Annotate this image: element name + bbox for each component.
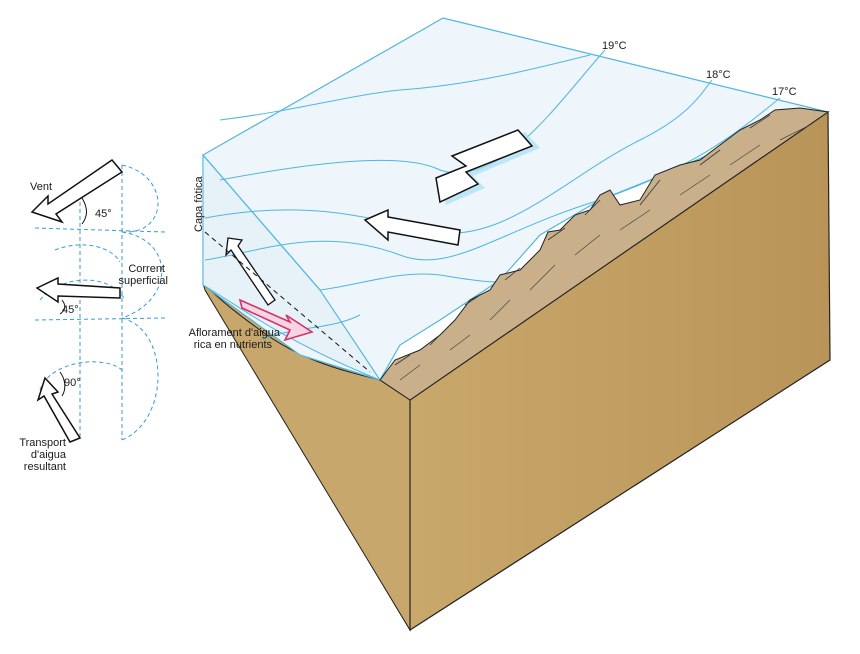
deep-offshore-arrow: [238, 298, 314, 342]
surface-current-arrow: [363, 208, 461, 246]
surface-wind-arrow: [435, 129, 540, 205]
current-angle-label: 45°: [62, 304, 79, 316]
transport-label-1: Transport: [19, 437, 66, 449]
surface-current-label-2: superficial: [118, 275, 168, 287]
upwelling-label-2: rica en nutrients: [193, 339, 272, 351]
upwelling-label-1: Aflorament d'aigua: [188, 327, 280, 339]
upwelling-arrow: [225, 237, 276, 306]
isotherm-19: 19°C: [602, 40, 627, 52]
transport-angle-label: 90°: [64, 377, 81, 389]
wind-label: Vent: [30, 181, 53, 193]
isotherm-18: 18°C: [706, 69, 731, 81]
transport-label-3: resultant: [23, 461, 66, 473]
rocky-coast: [379, 107, 830, 401]
surface-current-label-1: Corrent: [128, 263, 165, 275]
photic-layer-label: Capa fòtica: [193, 176, 205, 232]
ekman-schematic: [30, 158, 166, 443]
transport-label-2: d'aigua: [30, 449, 66, 461]
isotherm-17: 17°C: [772, 86, 797, 98]
sea-block: [202, 17, 830, 382]
photic-dash: [204, 231, 371, 373]
wind-angle-label: 45°: [95, 208, 112, 220]
